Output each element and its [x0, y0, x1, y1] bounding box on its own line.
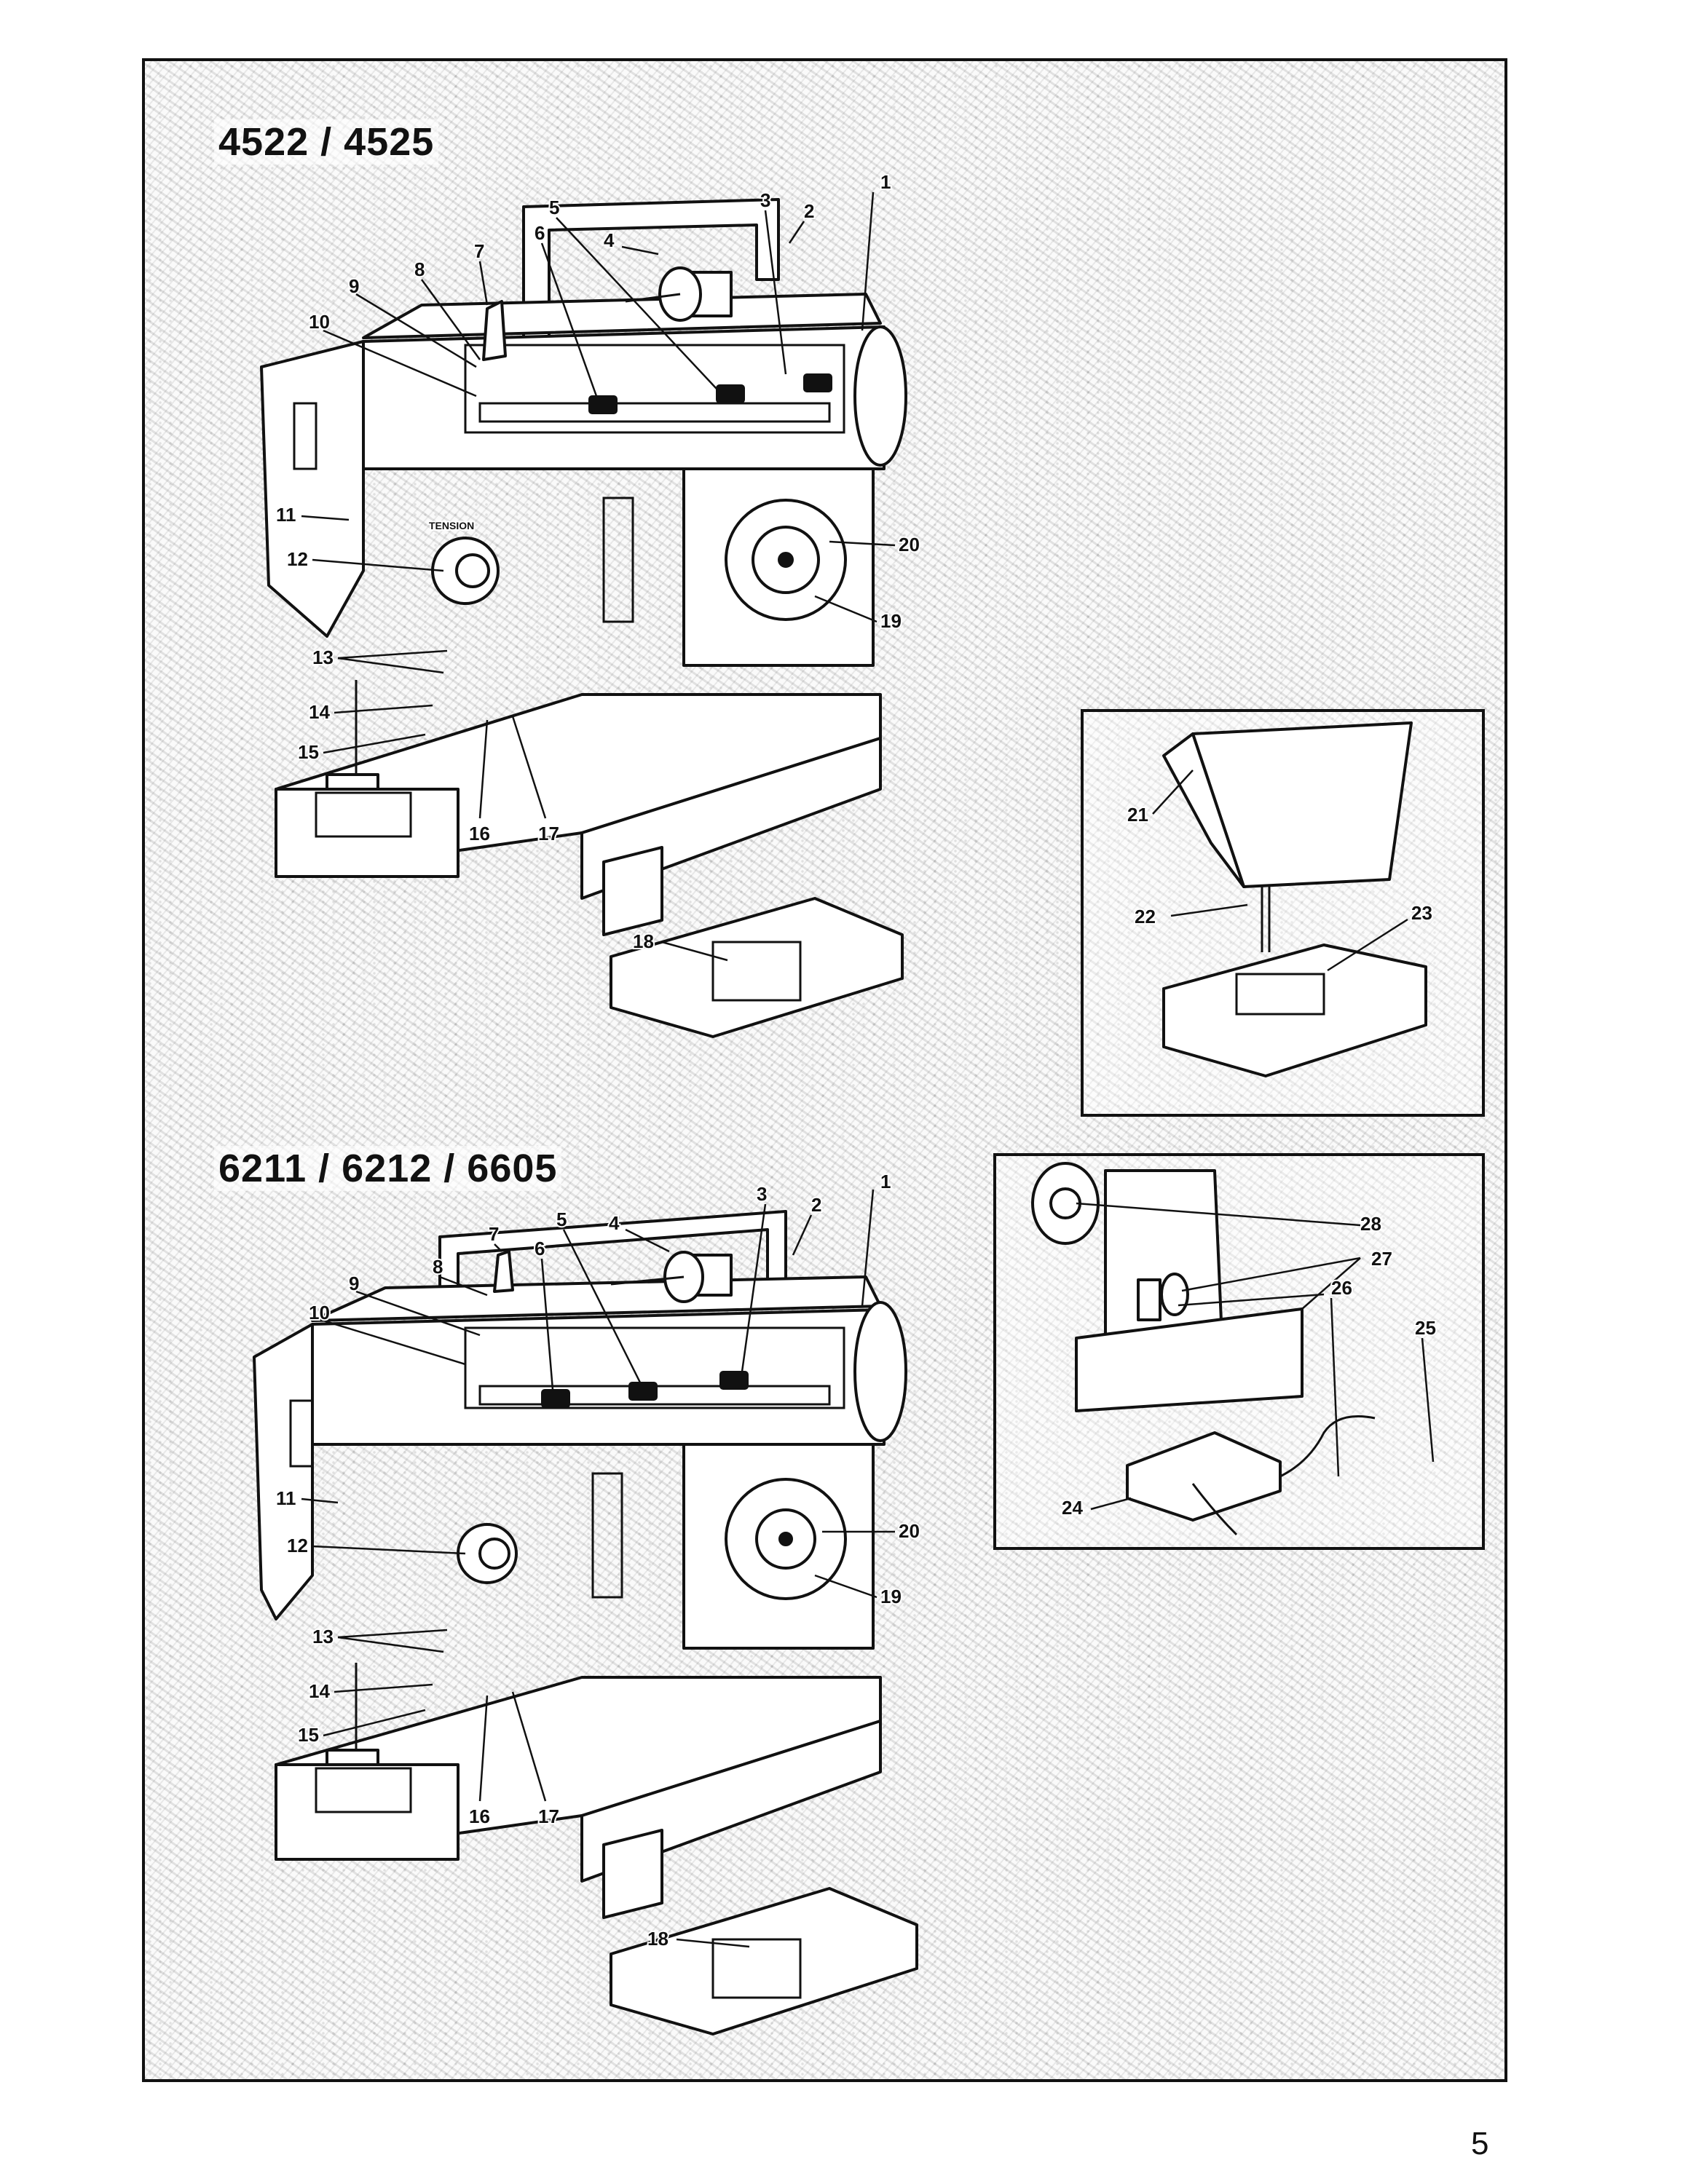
callout-a-18: 18: [633, 930, 654, 952]
callout-b-1: 1: [880, 1171, 891, 1192]
callout-b-6: 6: [535, 1238, 545, 1259]
callout-labels-a: 1 2 3 4 5 6 7 8 9 10 11 12 13 14 15 16 1…: [275, 170, 921, 954]
sewing-machine-diagram-b: 1 2 3 4 5 6 7 8 9 10 11 12 13 14 15 16 1…: [253, 1169, 921, 2035]
callout-b-13: 13: [312, 1626, 334, 1647]
sewing-machine-diagram-a: TENSION: [260, 170, 921, 1038]
callout-23: 23: [1411, 902, 1432, 924]
callout-a-17: 17: [538, 823, 559, 844]
needle-area-inset: 21 22 23: [1081, 709, 1485, 1117]
callout-a-3: 3: [760, 189, 770, 211]
callout-a-7: 7: [474, 240, 484, 262]
power-connection-illustration: 28 27 26 25 24: [1031, 1162, 1437, 1536]
callout-b-19: 19: [880, 1586, 902, 1607]
callout-a-2: 2: [804, 200, 814, 222]
callout-b-16: 16: [469, 1805, 490, 1827]
callout-b-7: 7: [489, 1223, 499, 1245]
power-connection-inset: 28 27 26 25 24: [993, 1153, 1485, 1550]
model-title-4522-4525: 4522 / 4525: [214, 119, 439, 165]
callout-b-20: 20: [899, 1520, 920, 1542]
callout-a-4: 4: [604, 229, 615, 251]
callout-leaders-a: [301, 191, 896, 962]
callout-28: 28: [1360, 1213, 1381, 1235]
manual-page-frame: 4522 / 4525 6211 / 6212 / 6605: [142, 58, 1507, 2082]
callout-a-14: 14: [309, 701, 330, 723]
callout-21: 21: [1127, 804, 1148, 826]
callout-b-12: 12: [287, 1535, 308, 1556]
callout-25: 25: [1415, 1317, 1436, 1339]
callout-a-12: 12: [287, 548, 308, 570]
callout-a-20: 20: [899, 534, 920, 555]
callout-b-8: 8: [433, 1256, 443, 1278]
callout-27: 27: [1371, 1248, 1392, 1270]
callout-b-4: 4: [609, 1212, 620, 1234]
callout-labels-b: 1 2 3 4 5 6 7 8 9 10 11 12 13 14 15 16 1…: [275, 1169, 921, 1951]
callout-b-9: 9: [349, 1273, 359, 1294]
callout-a-19: 19: [880, 610, 902, 632]
callout-a-15: 15: [298, 741, 319, 763]
callout-a-9: 9: [349, 275, 359, 297]
callout-a-5: 5: [549, 197, 559, 218]
machine-illustration-a: TENSION: [260, 198, 907, 1038]
callout-a-16: 16: [469, 823, 490, 844]
callout-b-18: 18: [647, 1928, 669, 1950]
callout-b-2: 2: [811, 1194, 821, 1216]
callout-b-17: 17: [538, 1805, 559, 1827]
callout-22: 22: [1135, 906, 1156, 927]
callout-a-6: 6: [535, 222, 545, 244]
callout-b-14: 14: [309, 1680, 330, 1702]
page-number: 5: [1471, 2126, 1489, 2161]
callout-26: 26: [1331, 1277, 1352, 1299]
callout-b-15: 15: [298, 1724, 319, 1746]
callout-b-11: 11: [276, 1487, 296, 1509]
callout-a-11: 11: [276, 504, 296, 526]
callout-b-3: 3: [757, 1183, 767, 1205]
needle-area-illustration: 21 22 23: [1126, 721, 1434, 1077]
callout-a-1: 1: [880, 171, 891, 193]
model-title-6211-6212-6605: 6211 / 6212 / 6605: [214, 1146, 562, 1191]
callout-a-10: 10: [309, 311, 330, 333]
callout-a-13: 13: [312, 646, 334, 668]
machine-illustration-b: [253, 1210, 918, 2035]
callout-leaders-b: [301, 1189, 895, 1948]
callout-a-8: 8: [414, 258, 425, 280]
tension-text: TENSION: [429, 520, 474, 531]
callout-b-5: 5: [556, 1208, 567, 1230]
callout-b-10: 10: [309, 1302, 330, 1324]
callout-24: 24: [1062, 1497, 1083, 1519]
